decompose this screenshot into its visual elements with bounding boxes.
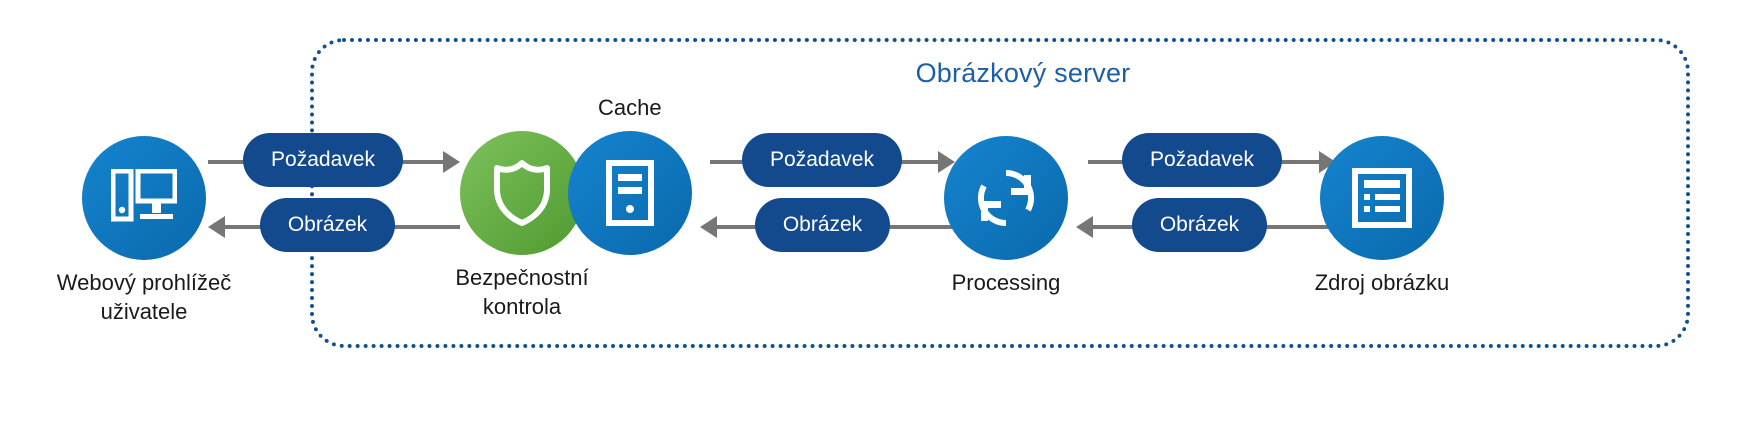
node-processing[interactable]: Processing: [944, 136, 1068, 295]
connector-browser-to-security-request: Požadavek: [208, 133, 460, 193]
pill-request[interactable]: Požadavek: [243, 133, 403, 187]
processing-circle: [944, 136, 1068, 260]
node-image-source-label: Zdroj obrázku: [1314, 270, 1450, 295]
node-security-label: Bezpečnostní kontrola: [455, 265, 589, 319]
pill-request[interactable]: Požadavek: [742, 133, 902, 187]
node-cache-label: Cache: [598, 95, 662, 120]
pill-request[interactable]: Požadavek: [1122, 133, 1282, 187]
sync-refresh-icon: [975, 167, 1037, 229]
image-source-circle: [1320, 136, 1444, 260]
document-list-icon: [1352, 168, 1412, 228]
cache-circle: [568, 131, 692, 255]
node-browser[interactable]: Webový prohlížeč uživatele: [57, 136, 231, 324]
connector-processing-to-source-response: Obrázek: [1076, 198, 1338, 258]
connector-browser-to-security-response: Obrázek: [208, 198, 460, 258]
server-tower-icon: [606, 160, 654, 226]
connector-cache-to-processing-response: Obrázek: [700, 198, 960, 258]
connector-processing-to-source-request: Požadavek: [1088, 133, 1338, 193]
image-server-title: Obrázkový server: [0, 58, 1754, 89]
connector-cache-to-processing-request: Požadavek: [710, 133, 960, 193]
node-processing-label: Processing: [951, 270, 1061, 295]
image-server-boundary: [310, 38, 1690, 348]
node-browser-label: Webový prohlížeč uživatele: [56, 270, 232, 324]
pill-response[interactable]: Obrázek: [1132, 198, 1267, 252]
node-cache[interactable]: Cache: [568, 95, 692, 255]
desktop-computer-icon: [111, 169, 177, 227]
pill-response[interactable]: Obrázek: [755, 198, 890, 252]
security-circle: [460, 131, 584, 255]
request-arrowhead-icon: [443, 151, 460, 173]
response-arrowhead-icon: [700, 216, 717, 238]
pill-response[interactable]: Obrázek: [260, 198, 395, 252]
shield-icon: [491, 159, 553, 227]
image-server-title-text: Obrázkový server: [915, 58, 1131, 88]
node-image-source[interactable]: Zdroj obrázku: [1315, 136, 1449, 295]
browser-circle: [82, 136, 206, 260]
node-security[interactable]: Bezpečnostní kontrola: [455, 131, 589, 319]
response-arrowhead-icon: [1076, 216, 1093, 238]
response-arrowhead-icon: [208, 216, 225, 238]
